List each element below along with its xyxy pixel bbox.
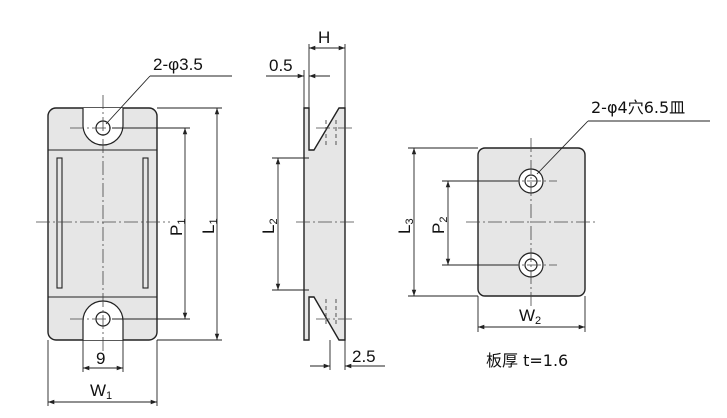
w1-label: W1 xyxy=(90,381,112,402)
plate-hole-callout: 2-φ4穴6.5皿 xyxy=(591,98,685,117)
t05-label: 0.5 xyxy=(269,56,293,75)
front-hole-leader xyxy=(105,75,151,125)
front-right-slot xyxy=(142,157,149,289)
plate-thickness-note: 板厚 t=1.6 xyxy=(486,351,568,370)
t25-label: 2.5 xyxy=(352,347,376,366)
plate-view: 2-φ4穴6.5皿 L3 P2 W2 板厚 t=1.6 xyxy=(395,98,710,370)
p2-label: P2 xyxy=(429,217,450,234)
front-hole-callout: 2-φ3.5 xyxy=(153,55,203,74)
plate-hole-leader xyxy=(536,120,589,175)
l2-label: L2 xyxy=(259,218,280,234)
side-view: H 0.5 L2 2.5 xyxy=(259,28,385,370)
w2-label: W2 xyxy=(519,306,541,327)
front-view: 2-φ3.5 P1 L1 9 W1 xyxy=(36,55,232,406)
nine-label: 9 xyxy=(96,349,105,368)
front-left-slot xyxy=(56,157,63,289)
p1-label: P1 xyxy=(167,219,188,236)
l3-label: L3 xyxy=(395,218,416,234)
side-profile xyxy=(303,107,346,341)
l1-label: L1 xyxy=(199,218,220,234)
h-label: H xyxy=(318,28,330,47)
